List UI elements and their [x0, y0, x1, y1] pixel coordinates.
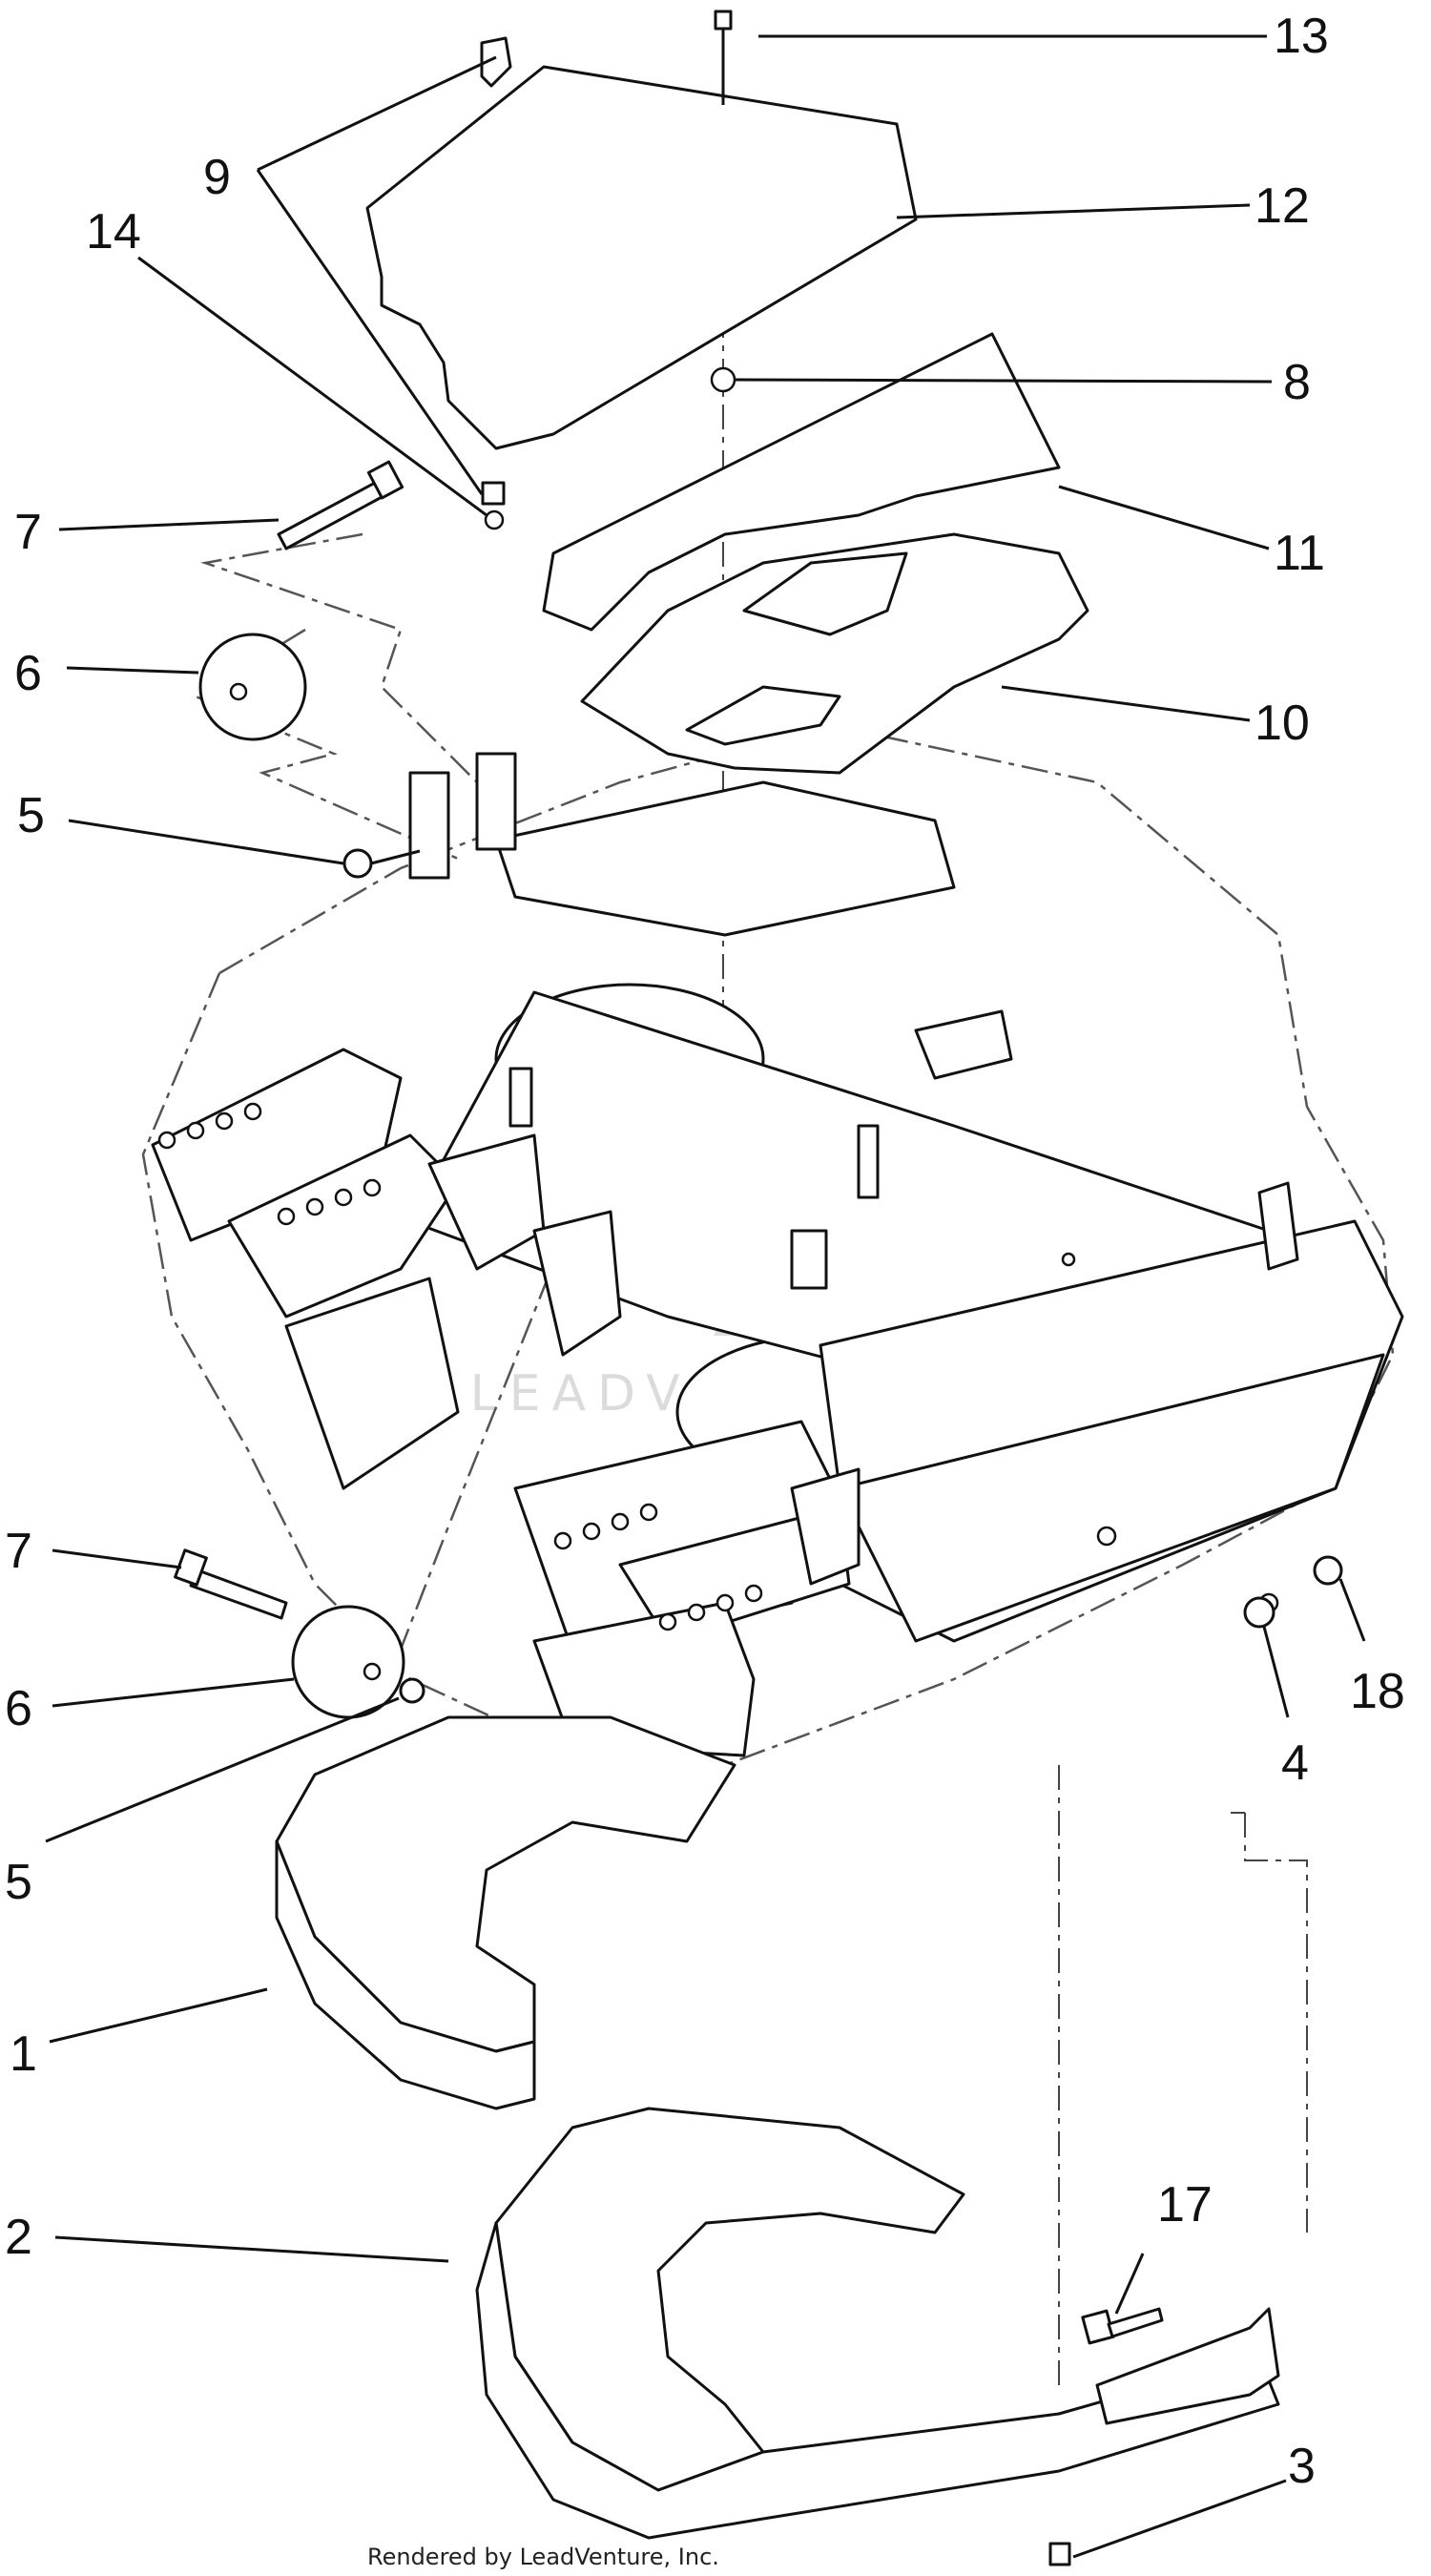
callout-14: 14 — [86, 204, 141, 260]
part-5-upper-nut — [342, 848, 373, 879]
callout-9: 9 — [203, 150, 231, 205]
part-8-washer — [710, 366, 736, 393]
callout-7-lower: 7 — [5, 1524, 32, 1579]
part-4-nut — [1243, 1596, 1275, 1629]
callout-2: 2 — [5, 2210, 32, 2265]
part-5-lower-nut — [399, 1677, 425, 1704]
leader-lines — [45, 34, 1366, 2559]
part-9-clip — [480, 36, 512, 88]
callout-18: 18 — [1350, 1664, 1405, 1719]
callout-1: 1 — [10, 2026, 37, 2082]
callout-10: 10 — [1255, 696, 1310, 751]
part-14-nut — [481, 481, 506, 506]
callout-5-upper: 5 — [17, 788, 45, 843]
callout-8: 8 — [1283, 355, 1311, 410]
callout-5-lower: 5 — [5, 1855, 32, 1910]
part-6-lower-roller — [291, 1605, 405, 1719]
part-7-lower-bolt — [174, 1548, 288, 1620]
part-17-bolt — [1081, 2307, 1164, 2345]
callout-4: 4 — [1281, 1735, 1309, 1791]
callout-3: 3 — [1288, 2439, 1316, 2494]
part-12-cover-plate — [365, 65, 918, 450]
callout-7-upper: 7 — [14, 505, 42, 560]
callout-17: 17 — [1157, 2177, 1213, 2233]
part-7-upper-bolt — [277, 460, 404, 551]
callout-12: 12 — [1255, 178, 1310, 234]
part-6-upper-roller — [198, 633, 307, 741]
part-13-bolt — [714, 10, 733, 31]
part-11-plate — [542, 332, 1061, 632]
part-10-bracket — [580, 532, 1089, 775]
callout-11: 11 — [1274, 526, 1325, 581]
footer-credit: Rendered by LeadVenture, Inc. — [367, 2544, 719, 2570]
part-3-screw — [1048, 2542, 1071, 2566]
part-18-bolt — [1313, 1555, 1343, 1586]
callout-6-upper: 6 — [14, 646, 42, 701]
callout-labels: 13 12 8 11 10 9 14 7 6 5 7 6 5 1 2 3 17 … — [5, 9, 1405, 2494]
mower-deck — [141, 723, 1404, 1767]
callout-6-lower: 6 — [5, 1681, 32, 1736]
callout-13: 13 — [1274, 9, 1329, 64]
